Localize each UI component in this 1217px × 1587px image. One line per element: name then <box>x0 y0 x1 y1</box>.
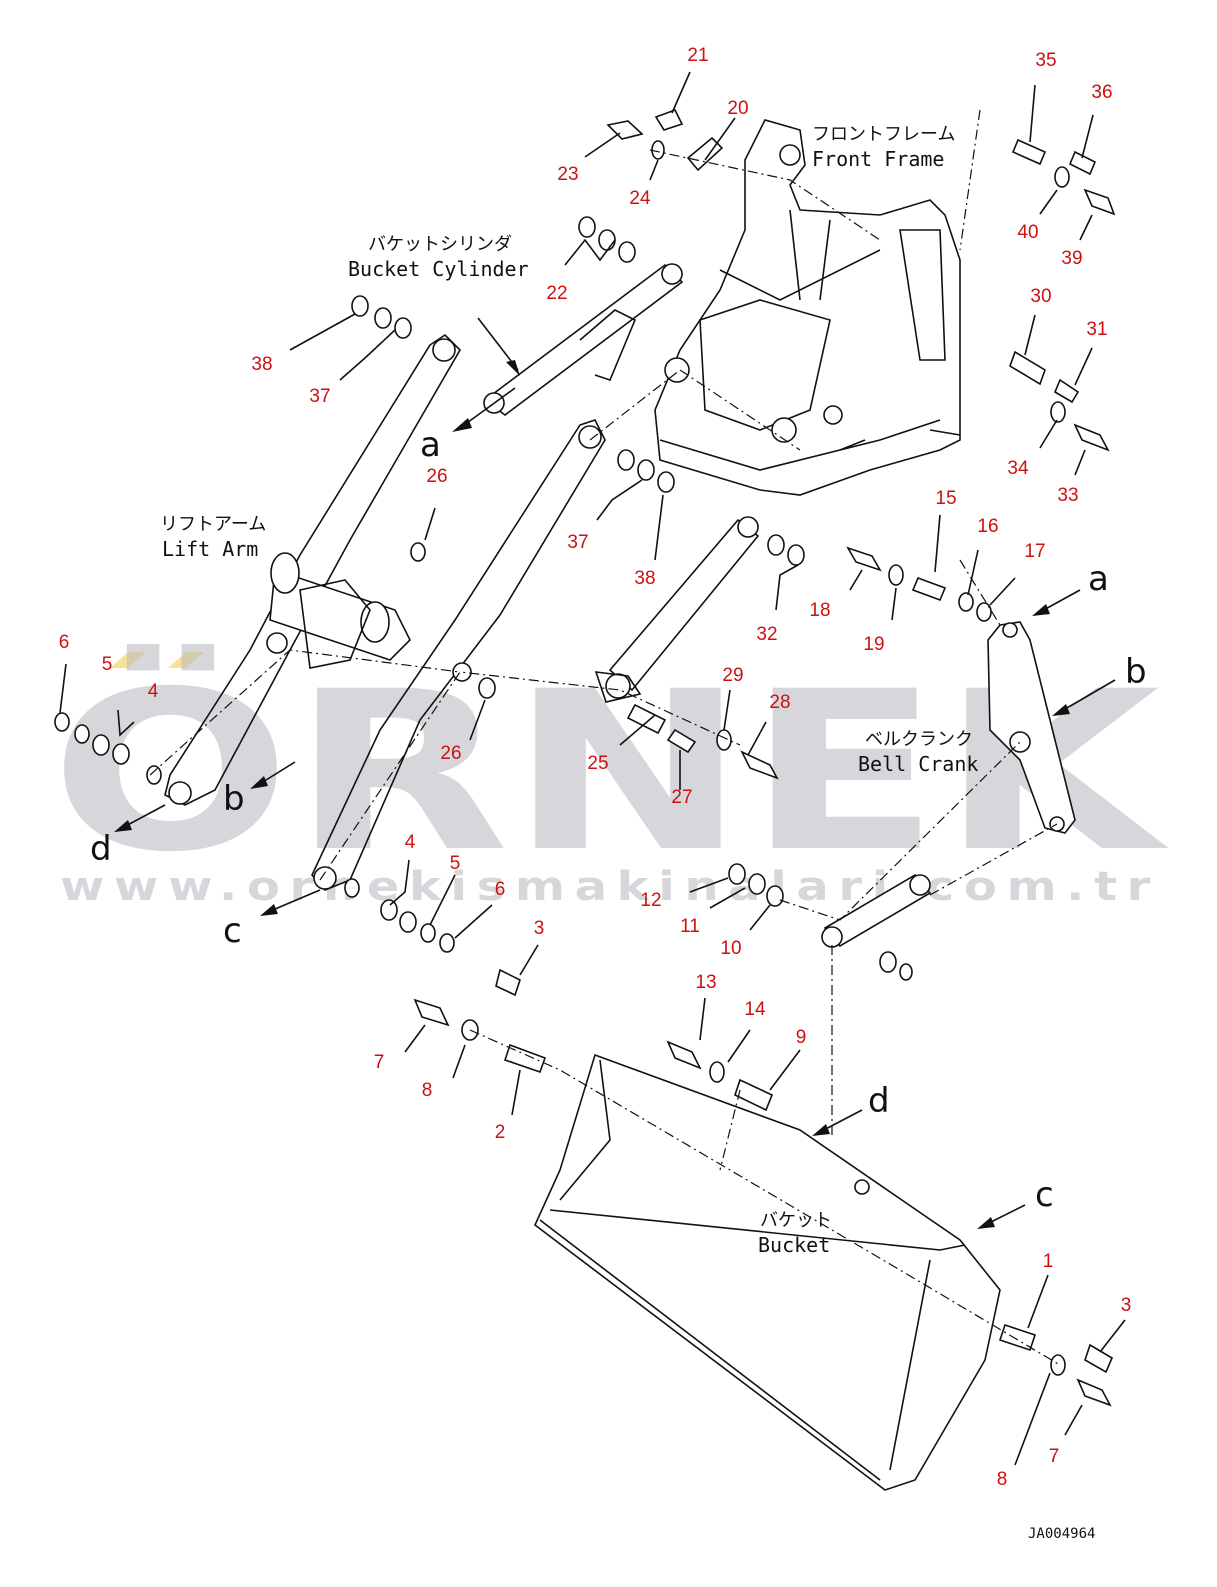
callout-number: 30 <box>1030 286 1051 307</box>
callout-number: 18 <box>809 600 830 621</box>
bucket-label-jp: バケット <box>760 1210 832 1231</box>
bucket-cylinder-drawing <box>483 263 684 417</box>
bell-crank-label-jp: ベルクランク <box>865 729 973 750</box>
callout-number: 40 <box>1017 222 1038 243</box>
lift-arm-label-jp: リフトアーム <box>160 514 266 535</box>
callout-number: 7 <box>1049 1446 1060 1467</box>
callout-number: 26 <box>440 743 461 764</box>
watermark-url: www.ornekismakinalari.com.tr <box>60 864 1160 910</box>
bucket-cylinder-label-jp: バケットシリンダ <box>368 234 512 255</box>
connection-letter: c <box>1035 1175 1054 1215</box>
front-frame-label-jp: フロントフレーム <box>812 124 955 145</box>
callout-number: 24 <box>629 188 651 209</box>
small-parts <box>54 109 1116 1407</box>
callout-number: 6 <box>495 879 506 900</box>
callout-number: 39 <box>1061 248 1082 269</box>
callout-number: 25 <box>587 753 608 774</box>
leader-lines <box>59 71 1126 1466</box>
callout-number: 37 <box>309 386 330 407</box>
connection-letter: a <box>1088 559 1109 599</box>
callout-number: 36 <box>1091 82 1112 103</box>
lift-cylinder-drawing <box>594 516 760 703</box>
callout-number: 8 <box>422 1080 433 1101</box>
callout-number: 4 <box>148 681 159 702</box>
callout-number: 34 <box>1007 458 1029 479</box>
callout-number: 20 <box>727 98 748 119</box>
connection-arrows <box>114 317 1116 1229</box>
callout-number: 3 <box>534 918 545 939</box>
front-frame-drawing <box>654 119 961 496</box>
callout-number: 38 <box>251 354 272 375</box>
callout-number: 27 <box>671 787 692 808</box>
callout-number: 17 <box>1024 541 1045 562</box>
callout-number: 12 <box>640 890 661 911</box>
callout-number: 15 <box>935 488 956 509</box>
callout-number: 8 <box>997 1469 1008 1490</box>
lift-arm-drawing <box>164 333 606 891</box>
connection-letter: c <box>223 911 242 951</box>
bell-crank-label-en: Bell Crank <box>858 752 978 776</box>
callout-number: 29 <box>722 665 743 686</box>
callout-number: 10 <box>720 938 741 959</box>
callout-number: 32 <box>756 624 777 645</box>
callout-number: 11 <box>680 916 700 937</box>
callout-number: 26 <box>426 466 447 487</box>
connection-letter: d <box>90 829 112 869</box>
bucket-link-drawing <box>821 873 932 948</box>
callout-number: 21 <box>687 45 708 66</box>
callout-number: 33 <box>1057 485 1078 506</box>
callout-numbers: 21 20 23 24 22 35 36 40 39 30 31 34 33 3… <box>59 45 1132 1490</box>
callout-number: 37 <box>567 532 588 553</box>
callout-number: 9 <box>796 1027 807 1048</box>
connection-letter: d <box>868 1081 890 1121</box>
callout-number: 13 <box>695 972 716 993</box>
callout-number: 5 <box>450 853 461 874</box>
callout-number: 6 <box>59 632 70 653</box>
lift-arm-label-en: Lift Arm <box>162 537 258 561</box>
callout-number: 19 <box>863 634 884 655</box>
callout-number: 7 <box>374 1052 385 1073</box>
callout-number: 35 <box>1035 50 1056 71</box>
connection-letter: b <box>1125 652 1147 692</box>
callout-number: 3 <box>1121 1295 1132 1316</box>
callout-number: 4 <box>405 832 416 853</box>
callout-number: 31 <box>1086 319 1107 340</box>
front-frame-label-en: Front Frame <box>812 147 944 171</box>
connection-letter: a <box>420 425 441 465</box>
callout-number: 14 <box>744 999 766 1020</box>
callout-number: 38 <box>634 568 655 589</box>
callout-number: 22 <box>546 283 567 304</box>
drawing-code: JA004964 <box>1028 1526 1095 1542</box>
connection-letters: a b d c a b d c <box>90 425 1147 1215</box>
callout-number: 28 <box>769 692 790 713</box>
bucket-drawing <box>534 1053 1001 1491</box>
assembly-labels: フロントフレーム Front Frame バケットシリンダ Bucket Cyl… <box>160 124 978 1257</box>
callout-number: 23 <box>557 164 578 185</box>
center-lines <box>149 109 1061 1366</box>
connection-letter: b <box>223 779 245 819</box>
callout-number: 16 <box>977 516 998 537</box>
bucket-label-en: Bucket <box>758 1233 830 1257</box>
callout-number: 5 <box>102 654 113 675</box>
bucket-cylinder-label-en: Bucket Cylinder <box>348 257 529 281</box>
callout-number: 2 <box>495 1122 506 1143</box>
callout-number: 1 <box>1043 1251 1054 1272</box>
